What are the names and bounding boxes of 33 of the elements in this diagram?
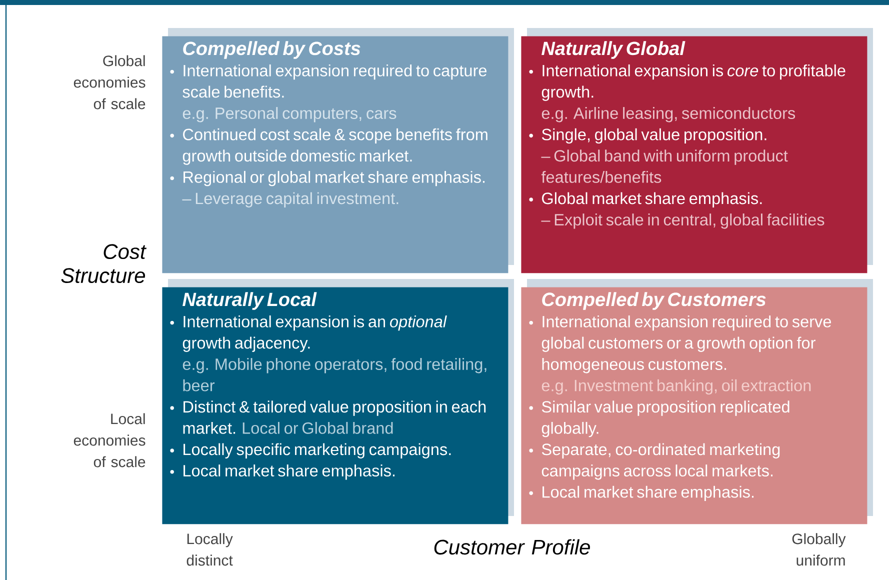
axis-label: Global economies of scale [74, 55, 146, 110]
example-text: – Global band with uniform product features/benefits [541, 150, 788, 183]
quadrant-heading: Compelled by Costs [183, 41, 360, 59]
bullet-item: International expansion required to capture scale benefits. [170, 64, 487, 98]
quadrant-box [162, 287, 508, 524]
bullet-item: International expansion is core to profitable growth. [529, 64, 846, 101]
bullet-item: Regional or global market share emphasis. [170, 170, 485, 186]
bullet-item: Distinct & tailored value proposition in each market. Local or Global brand [170, 400, 486, 434]
quadrant-box [162, 36, 508, 274]
axis-label: Local economies of scale [74, 413, 146, 468]
quadrant-heading: Naturally Global [542, 41, 686, 59]
bullet-item: Local market share emphasis. [529, 486, 754, 502]
bullet-item: Local market share emphasis. [170, 464, 395, 480]
example-text: e.g. Mobile phone operators, food retailing, beer [182, 358, 486, 392]
example-text: e.g. Personal computers, cars [182, 107, 396, 122]
quadrant-heading: Compelled by Customers [542, 292, 766, 310]
bullet-item: Single, global value proposition. [529, 128, 766, 144]
bullet-item: Global market share emphasis. [529, 192, 762, 208]
bullet-item: Continued cost scale & scope benefits from growth outside domestic market. [170, 128, 488, 165]
example-text: e.g. Investment banking, oil extraction [542, 379, 811, 395]
bullet-item: Locally specific marketing campaigns. [170, 443, 451, 458]
bullet-item: Separate, co-ordinated marketing campaigns across local markets. [529, 443, 780, 480]
quadrant-box [521, 36, 868, 274]
axis-title: Cost Structure [61, 244, 147, 284]
example-text: – Leverage capital investment. [182, 192, 398, 208]
bullet-item: International expansion required to serve global customers or a growth option for homogeneous customers. [529, 315, 832, 374]
axis-title: Customer Profile [434, 539, 590, 555]
example-text: e.g. Airline leasing, semiconductors [542, 107, 796, 122]
quadrant-heading: Naturally Local [182, 292, 317, 310]
bullet-item: Similar value proposition replicated globally. [529, 400, 790, 438]
quadrant-box [521, 287, 868, 524]
example-text: – Exploit scale in central, global facilities [541, 214, 824, 229]
bullet-item: International expansion is an optional growth adjacency. [170, 315, 447, 352]
